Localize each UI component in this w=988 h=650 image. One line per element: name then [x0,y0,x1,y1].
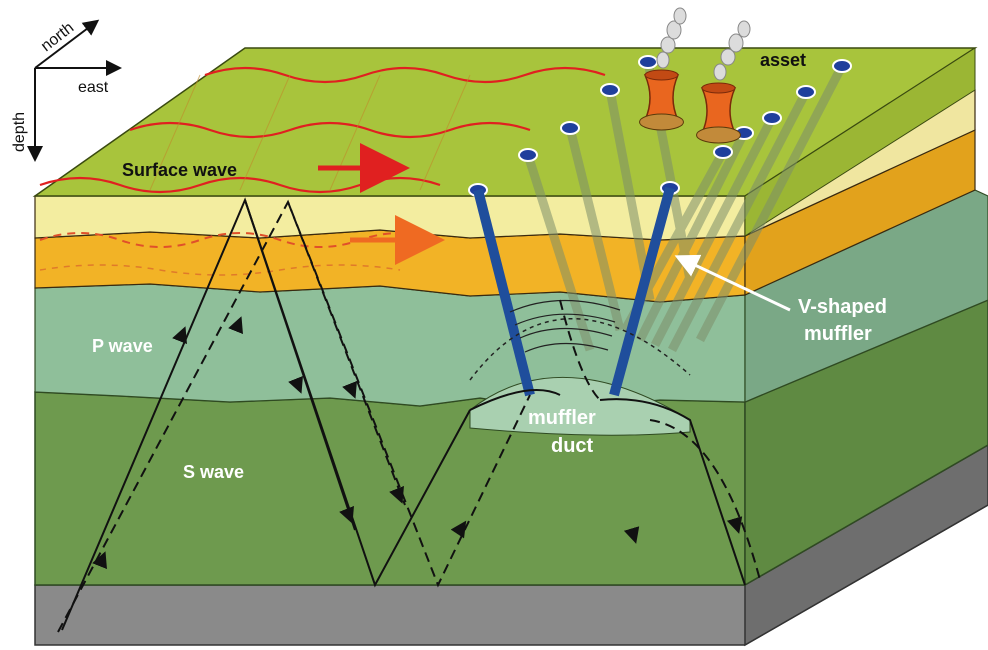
dome-dashed [469,318,691,381]
surface-wave-label: Surface wave [122,160,237,180]
v-muffler-pointer [674,254,791,312]
wave-propagation-lines [149,74,471,191]
muffler-duct-label-line2: duct [551,435,594,457]
s-wave-label: S wave [183,462,244,482]
v-shaped-label-line2: muffler [804,323,872,345]
v-muffler-right-tube [609,186,675,397]
body-wave-rays [61,197,746,631]
ground-surface-side [744,47,976,237]
body-wave-rays-dashed [57,199,761,633]
duct-wavefronts [509,299,621,353]
asset-group [639,7,751,144]
cooling-tower-icon [639,69,684,131]
depth-label: depth [11,112,28,152]
v-muffler-left-tube [473,188,535,397]
subsurface-wave-2 [39,264,401,276]
compass-axes-icon [27,19,122,162]
muffler-duct-label-line1: muffler [528,407,596,429]
ray-arrowheads [92,316,743,570]
east-label: east [78,79,109,96]
subsurface-wave [39,232,441,248]
cooling-tower-icon [696,82,741,144]
p-wave-label: P wave [92,336,153,356]
v-shaped-label-line1: V-shaped [798,296,887,318]
asset-label: asset [760,50,806,70]
smoke-plume-icon [656,7,751,81]
